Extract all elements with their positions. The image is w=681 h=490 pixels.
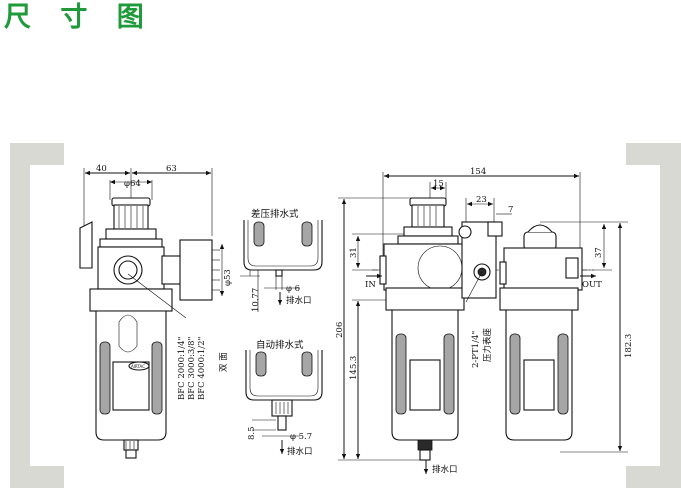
page-title: 尺 寸 图 (4, 2, 154, 33)
diff-drain-outlet: 排水口 (286, 295, 312, 306)
dim-phi6: φ 6 (286, 284, 300, 294)
left-view-unit: 40 63 φ64 φ53 (79, 164, 233, 459)
dim-154: 154 (470, 167, 486, 177)
right-frame-bracket (626, 143, 681, 488)
dim-7: 7 (508, 205, 513, 215)
dim-10-77: 10.77 (251, 288, 261, 312)
dim-phi64: φ64 (124, 179, 141, 189)
right-drain-outlet: 排水口 (432, 464, 458, 475)
model-bfc3000: BFC 3000:3/8" (187, 336, 197, 400)
dim-phi5-7: φ 5.7 (290, 432, 312, 442)
dim-63: 63 (166, 164, 177, 174)
in-label: IN (365, 280, 376, 290)
diff-drain-view: 差压排水式 φ 6 10.77 排水口 (240, 208, 323, 312)
diff-drain-title: 差压排水式 (251, 208, 299, 220)
brand-badge: AIRTAC (131, 364, 145, 369)
auto-drain-title: 自动排水式 (256, 339, 304, 351)
auto-drain-outlet: 排水口 (287, 446, 313, 457)
model-bfc2000: BFC 2000:1/4" (177, 336, 187, 400)
dim-phi53: φ53 (223, 269, 233, 286)
model-bfc4000: BFC 4000:1/2" (197, 336, 207, 400)
left-frame-bracket (10, 143, 64, 488)
dim-37: 37 (594, 247, 604, 258)
dim-31: 31 (349, 247, 359, 258)
double-side-label: 双 面 (219, 352, 229, 372)
dim-15: 15 (433, 179, 444, 189)
dim-206: 206 (335, 322, 345, 338)
out-label: OUT (582, 280, 602, 290)
auto-drain-view: 自动排水式 8.5 φ 5.7 排水口 (245, 339, 323, 457)
dim-40: 40 (96, 164, 107, 174)
gauge-port-label: 2-PT1/4" (471, 331, 481, 368)
dim-8-5: 8.5 (247, 426, 257, 440)
gauge-seat-label: 压力表座 (482, 327, 493, 362)
dim-145-3: 145.3 (349, 356, 359, 380)
dim-23: 23 (476, 195, 487, 205)
right-view-unit: 154 15 23 7 206 145.3 31 37 182.3 (335, 167, 634, 475)
dim-182-3: 182.3 (624, 334, 634, 358)
